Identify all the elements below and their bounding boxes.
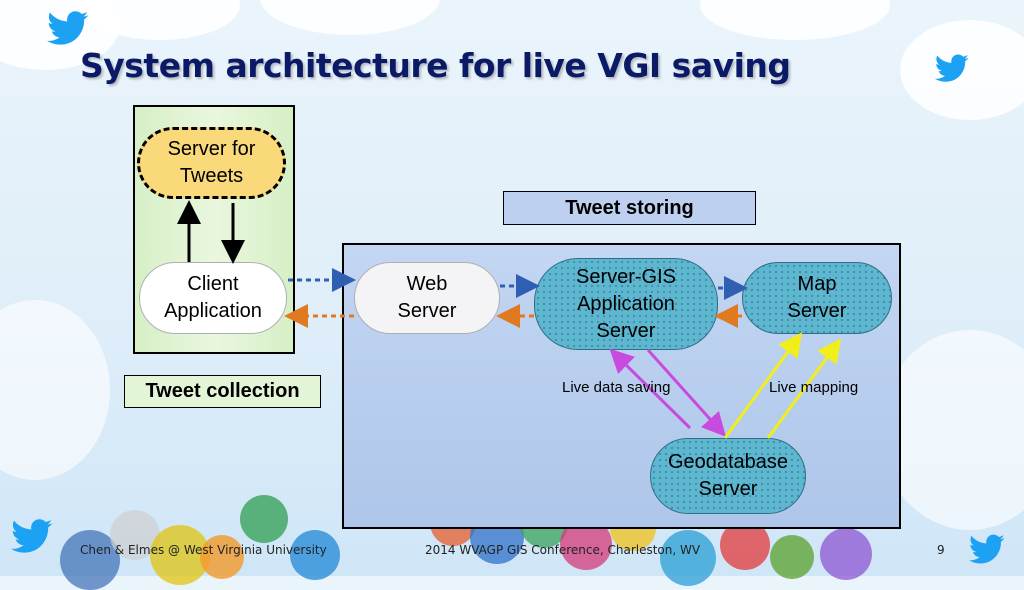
map-server-label: Map Server	[787, 273, 847, 322]
geodatabase-server-node: Geodatabase Server	[650, 438, 806, 514]
page-number: 9	[937, 543, 945, 557]
live-data-saving-label: Live data saving	[562, 379, 671, 396]
twitter-bird-icon	[47, 11, 89, 45]
map-server-node: Map Server	[742, 262, 892, 334]
arrow-geo-to-gis	[609, 348, 692, 430]
twitter-bird-icon	[934, 54, 969, 82]
cloud-decoration	[880, 330, 1024, 530]
connector-arrows	[177, 200, 842, 439]
client-application-node: Client Application	[139, 262, 287, 334]
twitter-bird-icon	[968, 534, 1005, 564]
tweet-collection-label: Tweet collection	[124, 375, 321, 408]
web-server-node: Web Server	[354, 262, 500, 334]
geodatabase-server-label: Geodatabase Server	[667, 451, 789, 500]
tweets-server-node: Server for Tweets	[137, 127, 286, 199]
footer-conference: 2014 WVAGP GIS Conference, Charleston, W…	[425, 543, 701, 557]
live-mapping-label: Live mapping	[769, 379, 859, 396]
footer-author: Chen & Elmes @ West Virginia University	[80, 543, 327, 557]
arrow-gis-to-geo	[646, 348, 727, 437]
tweet-storing-label: Tweet storing	[503, 191, 756, 225]
slide-title: System architecture for live VGI saving	[80, 46, 791, 85]
client-application-label: Client Application	[164, 273, 262, 322]
gis-application-server-node: Server-GIS Application Server	[534, 258, 718, 350]
arrow-geo-to-map-b	[766, 338, 842, 439]
tweets-server-label: Server for Tweets	[167, 138, 256, 187]
twitter-bird-icon	[11, 519, 53, 553]
web-server-label: Web Server	[397, 273, 457, 322]
arrow-geo-to-map-a	[723, 332, 803, 439]
gis-application-server-label: Server-GIS Application Server	[575, 265, 677, 342]
